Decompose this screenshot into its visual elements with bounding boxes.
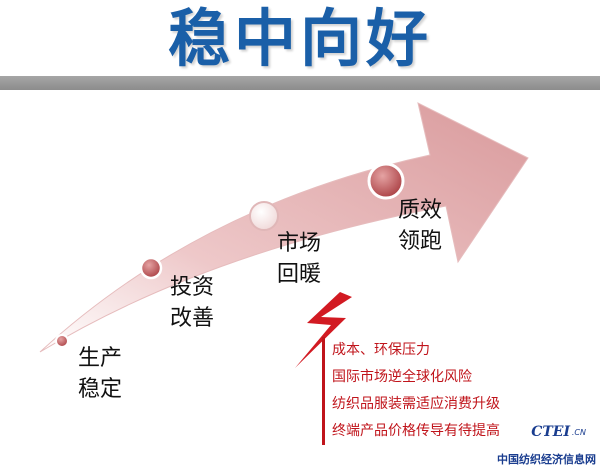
page-title: 稳中向好 [167,2,432,75]
header-divider [0,76,600,90]
stage-4-line1: 质效 [398,198,443,223]
stage-2-line1: 投资 [170,275,215,300]
risk-notes-list: 成本、环保压力 国际市场逆全球化风险 纺织品服装需适应消费升级 终端产品价格传导… [322,337,572,445]
stage-2-line2: 改善 [170,306,215,331]
stage-3-line1: 市场 [277,231,322,256]
stage-1-line1: 生产 [78,346,123,371]
logo-suffix: .CN [571,428,586,437]
stage-2-dot [139,256,163,280]
logo-mark: CTEI [531,424,570,440]
stage-3-label: 市场 回暖 [277,228,321,290]
stage-1-dot [55,334,69,348]
stage-3-line2: 回暖 [277,262,322,287]
risk-note: 终端产品价格传导有待提高 [332,423,500,439]
stage-3-dot [249,201,279,231]
risk-note: 成本、环保压力 [332,342,430,358]
lightning-bolt-icon [295,292,352,368]
stage-4-label: 质效 领跑 [398,195,442,257]
risk-note: 国际市场逆全球化风险 [332,369,472,385]
stage-1-line2: 稳定 [78,377,123,402]
risk-note: 纺织品服装需适应消费升级 [332,396,500,412]
stage-1-label: 生产 稳定 [78,343,122,405]
logo-name: 中国纺织经济信息网 [497,453,596,466]
stage-2-label: 投资 改善 [170,272,214,334]
site-logo: CTEI .CN 中国纺织经济信息网 [470,422,600,471]
stage-4-line2: 领跑 [398,229,443,254]
stage-4-dot [367,162,405,200]
